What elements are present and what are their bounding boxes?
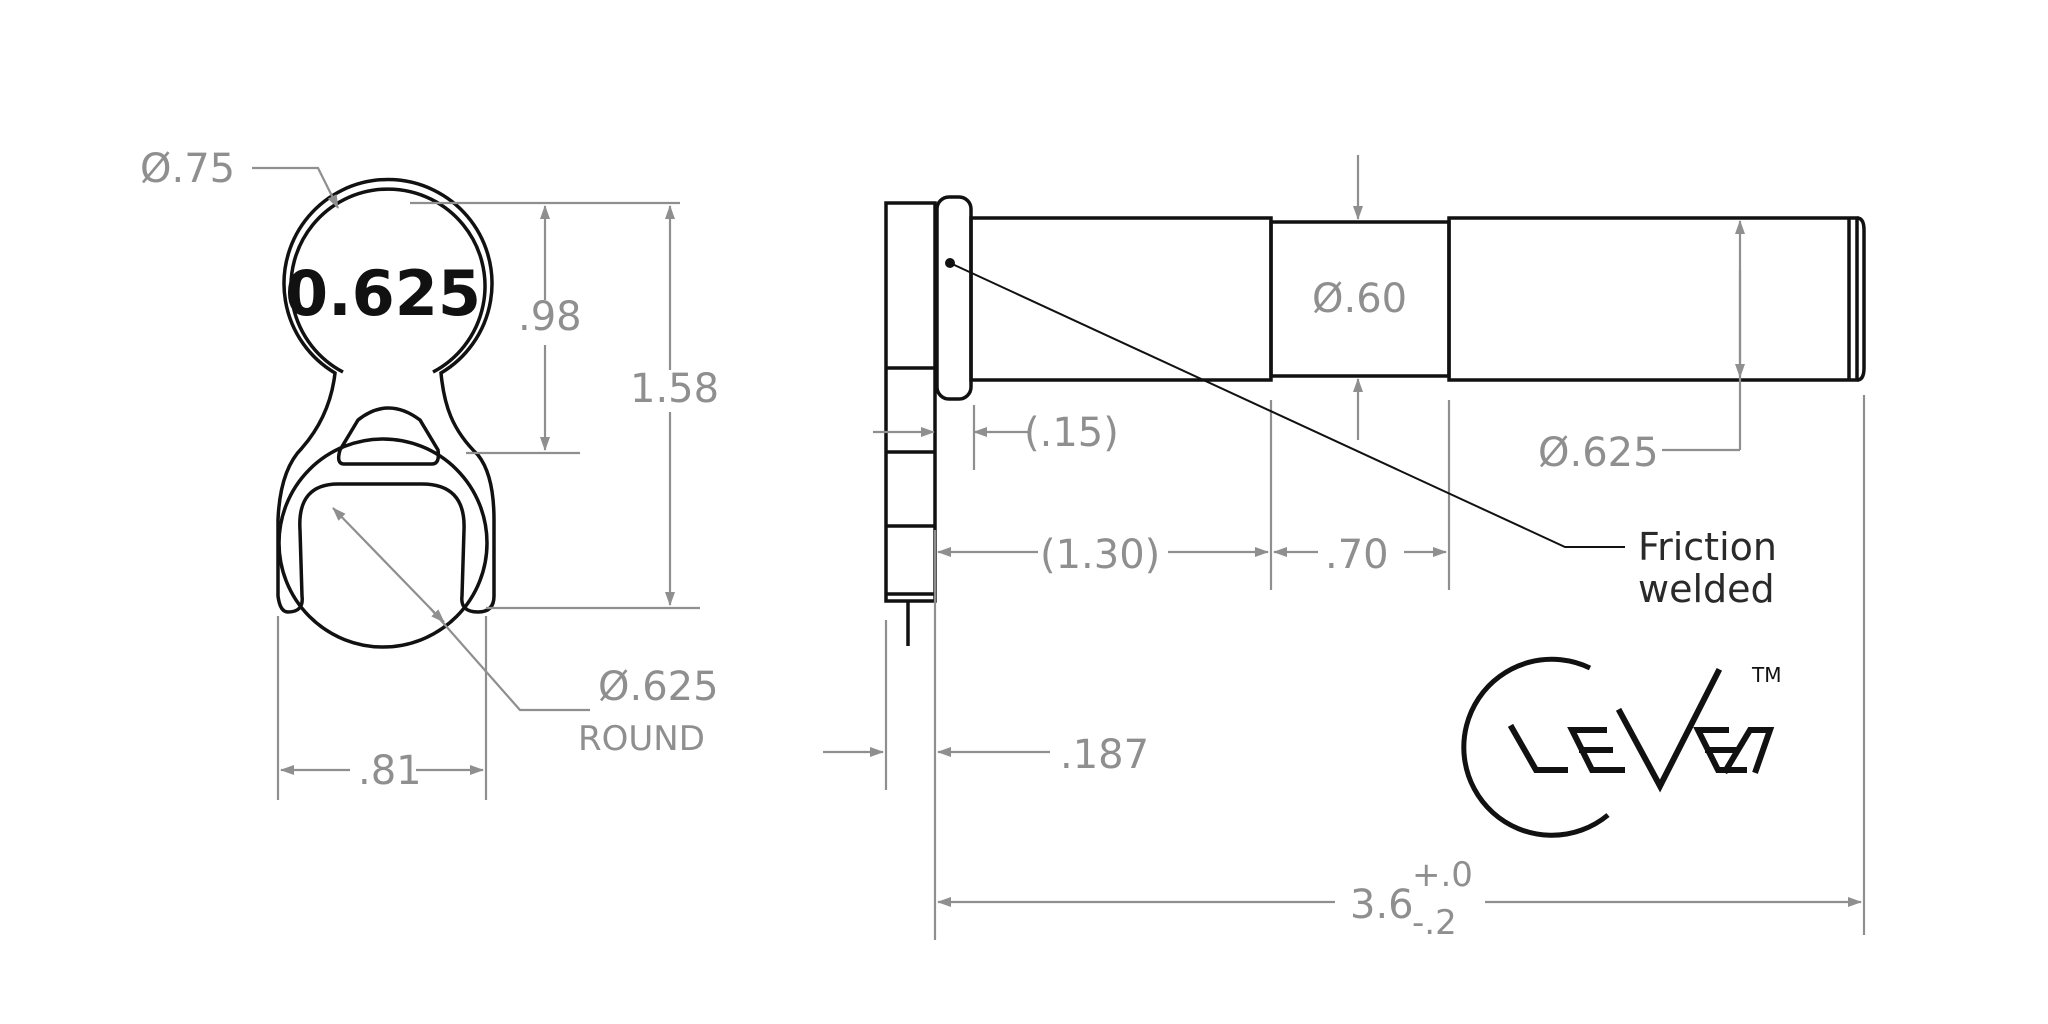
lever-front-view: 0.625 [276,177,496,649]
dim-130-label: (1.30) [1040,532,1160,578]
dim-081-label: .81 [358,748,422,794]
tol-minus-label: -.2 [1412,903,1457,943]
clever-logo: TM [1461,656,1781,838]
round-label: ROUND [578,719,705,759]
dia-075-leader [252,166,339,209]
engraved-size-text: 0.625 [285,257,481,330]
dim-0187-label: .187 [1060,732,1149,778]
shaft-end [1856,216,1866,382]
dia-060-label: Ø.60 [1312,276,1407,322]
weld-note-line2: welded [1638,567,1775,611]
lever-inner-outline [289,187,487,374]
shaft-segment-1 [969,216,1273,382]
logo-lettering [1507,667,1775,793]
dim-015-label: (.15) [1024,410,1119,456]
dim-158-label: 1.58 [630,366,719,412]
lever-plate-edge [884,201,937,603]
shaft-segment-2 [1447,216,1859,382]
dia-round-leader [429,607,590,712]
weld-flange [935,195,973,401]
dia-075-label: Ø.75 [140,146,235,192]
dim-098-label: .98 [518,294,582,340]
lever-side-view [884,195,1866,646]
dim-overall-label: 3.6 [1350,882,1414,928]
lever-outline [276,177,496,614]
dia-round-arrow-down [429,607,445,623]
side-view-dimensions: Ø.60 Ø.625 (.15) (1.30) .70 .187 3.6 +.0… [823,155,1866,943]
tol-plus-label: +.0 [1412,855,1473,895]
lever-slot [336,406,441,466]
dia-0625-label: Ø.625 [1538,430,1659,476]
left-view-dimensions: Ø.75 .98 1.58 .81 Ø.625 ROUND [140,146,719,800]
logo-c-arc [1461,656,1610,838]
dia-round-label: Ø.625 [598,664,719,710]
round-bar-section [277,437,489,649]
trademark-mark: TM [1751,663,1781,687]
dim-070-label: .70 [1325,532,1389,578]
dia-round-arrow-up [332,507,431,609]
weld-note-line1: Friction [1638,525,1777,569]
weld-note-leader [949,262,1625,548]
